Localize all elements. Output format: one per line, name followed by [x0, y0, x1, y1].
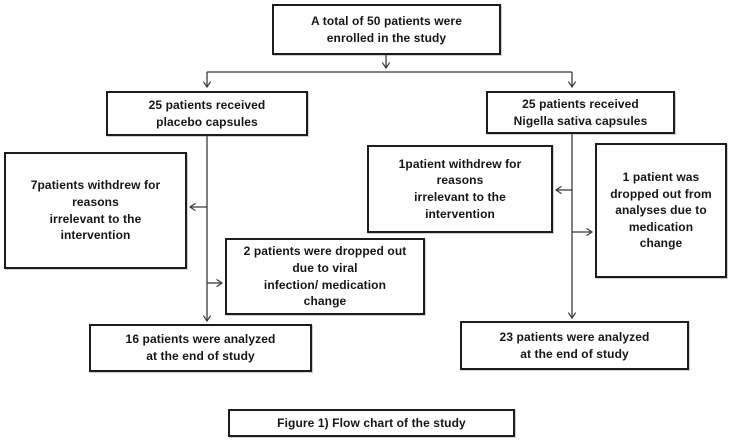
figure-caption: Figure 1) Flow chart of the study [228, 409, 515, 437]
box-nigella-dropped-out: 1 patient was dropped out from analyses … [595, 143, 727, 278]
box-placebo-dropped-out: 2 patients were dropped out due to viral… [225, 238, 425, 315]
box-placebo-analyzed: 16 patients were analyzed at the end of … [89, 324, 312, 372]
box-placebo-withdrew: 7patients withdrew for reasons irrelevan… [4, 152, 187, 269]
box-placebo-arm: 25 patients received placebo capsules [106, 91, 308, 136]
box-nigella-analyzed: 23 patients were analyzed at the end of … [460, 321, 689, 370]
box-nigella-arm: 25 patients received Nigella sativa caps… [486, 91, 675, 134]
box-enrolled-total: A total of 50 patients were enrolled in … [272, 4, 501, 55]
box-nigella-withdrew: 1patient withdrew for reasons irrelevant… [367, 145, 553, 233]
